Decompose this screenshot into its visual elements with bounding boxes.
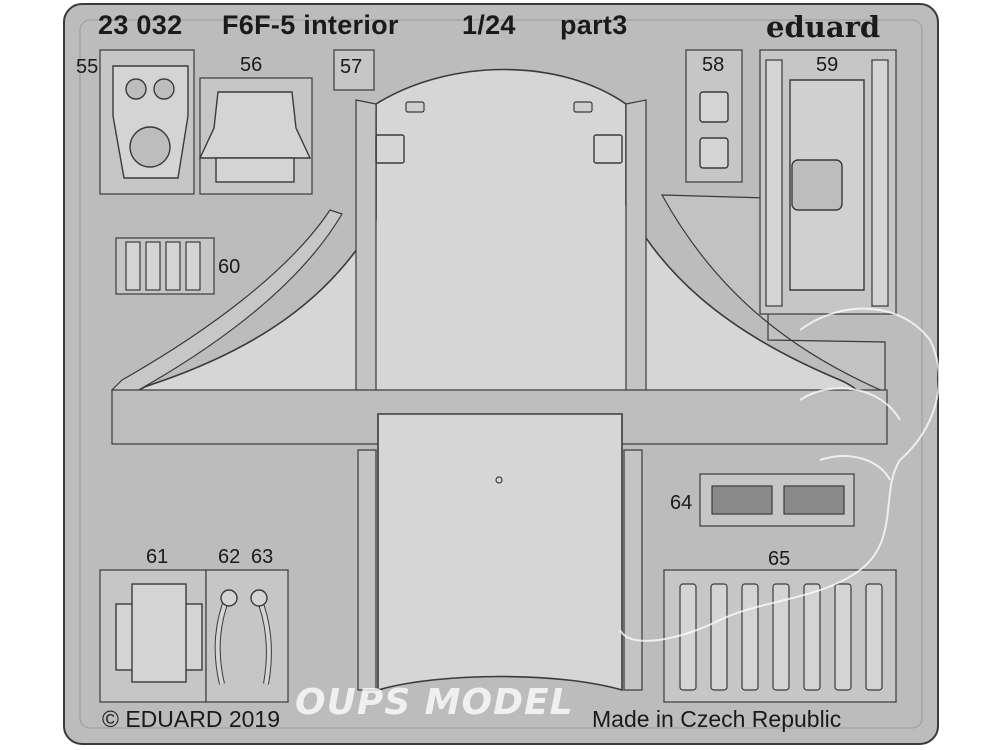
- floor-side-left: [110, 209, 343, 397]
- floor-slot-4: [593, 134, 623, 164]
- part-58: [685, 49, 743, 183]
- fret-part: part3: [560, 10, 628, 40]
- floor-slot-1: [405, 101, 425, 113]
- part-62-63: [205, 569, 289, 703]
- fret-inner-border: [79, 19, 923, 729]
- part-60: [115, 237, 215, 295]
- lower-frame-right: [623, 449, 643, 691]
- part-61: [99, 569, 207, 703]
- part-label-58: 58: [702, 54, 725, 76]
- floor-slot-3: [375, 134, 405, 164]
- part-label-61: 61: [146, 546, 169, 568]
- part-label-63: 63: [251, 546, 274, 568]
- kit-number: 23 032: [98, 10, 183, 40]
- kit-name: F6F-5 interior: [222, 10, 399, 40]
- part-label-64: 64: [670, 492, 693, 514]
- part-64: [699, 473, 855, 527]
- floor-frame-right: [625, 99, 647, 413]
- floor-panel-lower: [377, 413, 623, 692]
- part-65: [663, 569, 897, 703]
- floor-slot-2: [573, 101, 593, 113]
- part-label-60: 60: [218, 256, 241, 278]
- part-label-62: 62: [218, 546, 241, 568]
- lower-frame-left: [357, 449, 377, 691]
- part-59: [759, 49, 897, 315]
- part-label-65: 65: [768, 548, 791, 570]
- part-label-59: 59: [816, 54, 839, 76]
- origin-text: Made in Czech Republic: [592, 706, 842, 732]
- floor-frame-left: [355, 99, 377, 413]
- floor-hole: [495, 476, 503, 484]
- part-57: [333, 49, 375, 91]
- kit-scale: 1/24: [462, 10, 516, 40]
- part-55: [99, 49, 195, 195]
- part-label-56: 56: [240, 54, 263, 76]
- part-56: [198, 77, 313, 195]
- watermark-mascot-outline: [619, 307, 940, 642]
- part-label-57: 57: [340, 56, 363, 78]
- part-label-55: 55: [76, 56, 99, 78]
- copyright-text: © EDUARD 2019: [102, 706, 281, 732]
- watermark-text: OUPS MODEL: [295, 682, 574, 723]
- brand-logo: eduard: [766, 10, 881, 44]
